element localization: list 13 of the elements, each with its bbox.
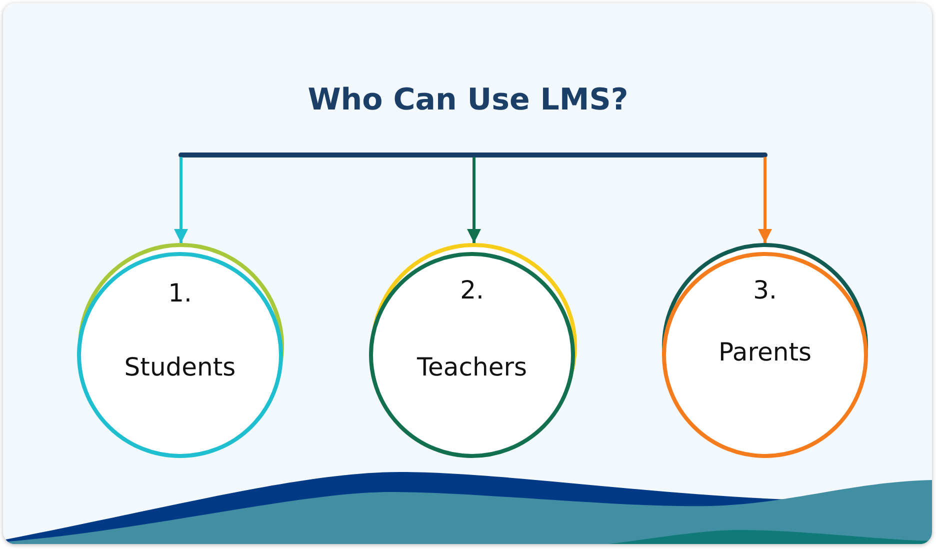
circle-node (661, 243, 869, 459)
list-number: 3. (753, 276, 777, 304)
circle-node (368, 243, 578, 459)
connector-arrow (467, 157, 481, 243)
node-label: Teachers (417, 353, 527, 381)
connector-arrow (758, 157, 772, 243)
list-number: 2. (460, 276, 484, 304)
circle-node (76, 243, 285, 459)
node-label: Parents (718, 338, 812, 366)
connector-arrow (174, 157, 188, 243)
diagram-title: Who Can Use LMS? (308, 84, 628, 116)
list-number: 1. (168, 279, 192, 307)
node-label: Students (124, 353, 236, 381)
